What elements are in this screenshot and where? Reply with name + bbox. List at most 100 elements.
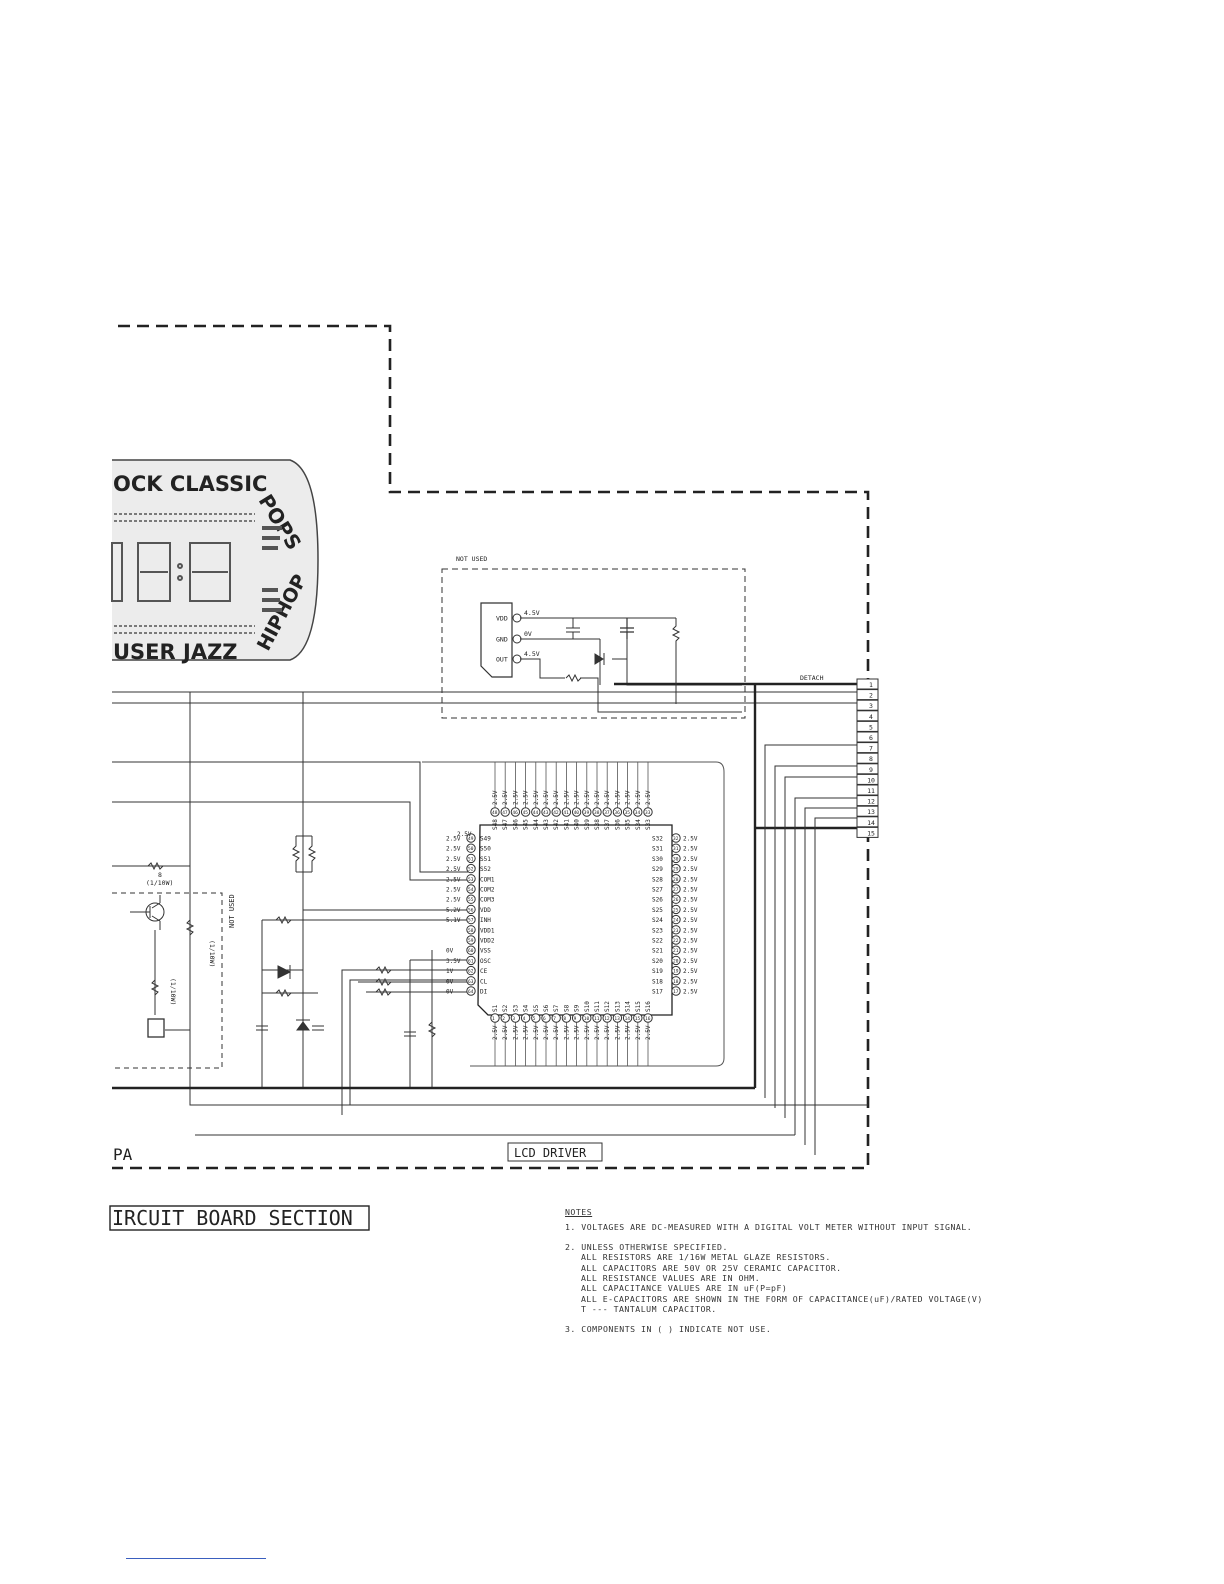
ic-pin-top <box>500 807 510 817</box>
ic-pin-voltage: 2.5V <box>635 1025 642 1040</box>
ic-pin-name: S11 <box>594 1001 601 1012</box>
note-2-line: ALL RESISTANCE VALUES ARE IN OHM. <box>581 1273 761 1284</box>
ic-pin-number: 22 <box>673 938 679 944</box>
ic-pin-voltage: 2.5V <box>563 1025 570 1040</box>
ic-pin-left <box>466 833 476 843</box>
ic-pin-name: S27 <box>652 887 663 894</box>
ic-pin-number: 4 <box>523 1016 526 1022</box>
ic-pin-name: VSS <box>480 948 491 955</box>
ic-pin-bottom <box>633 1013 643 1023</box>
ic-pin-name: S31 <box>652 846 663 853</box>
ic-pin-voltage: 2.5V <box>645 1025 652 1040</box>
ic-pin-name: S5 <box>533 1004 540 1012</box>
ic-pin-number: 53 <box>468 877 474 883</box>
ic-pin-name: S28 <box>652 876 663 883</box>
ic-pin-left <box>466 894 476 904</box>
transistor-block-title: NOT USED <box>228 894 236 928</box>
ic-pin-name: CE <box>480 968 488 975</box>
ic-pin-bottom <box>551 1013 561 1023</box>
ic-pin-top <box>612 807 623 817</box>
ic-pin-voltage: 2.5V <box>446 836 461 843</box>
ic-pin-voltage: 2.5V <box>614 790 621 805</box>
sensor-pin-name: OUT <box>496 656 508 664</box>
ic-pin-bottom <box>510 1013 521 1023</box>
ic-pin-voltage: 2.5V <box>683 856 698 863</box>
ic-pin-name: CL <box>480 978 488 985</box>
ic-pin-bottom <box>612 1013 623 1023</box>
ic-pin-name: S38 <box>594 819 601 830</box>
ic-pin-right <box>671 965 681 976</box>
ic-pin-name: S21 <box>652 948 663 955</box>
ic-pin-right <box>671 874 681 884</box>
ic-pin-number: 6 <box>543 1016 546 1022</box>
ic-pin-name: COM1 <box>480 876 495 883</box>
resistor-value-label: 8 <box>158 871 162 879</box>
sensor-pin-voltage: 4.5V <box>524 650 540 658</box>
note-2: 2. UNLESS OTHERWISE SPECIFIED. ALL RESIS… <box>565 1242 1125 1315</box>
ic-pin-voltage: 2.5V <box>563 790 570 805</box>
sensor-pin-name: VDD <box>496 615 508 623</box>
ic-pin-number: 32 <box>673 836 679 842</box>
ic-pin-number: 11 <box>594 1016 600 1022</box>
lcd-label-rock-classic: OCK CLASSIC <box>113 472 267 496</box>
ic-pin-name: S26 <box>652 897 663 904</box>
ic-pin-voltage: 2.5V <box>683 958 698 965</box>
ic-pin-voltage: 1V <box>446 968 454 975</box>
ic-pin-voltage: 2.5V <box>683 907 698 914</box>
note-2-title: 2. UNLESS OTHERWISE SPECIFIED. <box>565 1241 728 1252</box>
ic-pin-name: S43 <box>543 819 550 830</box>
ic-pin-voltage: 2.5V <box>604 1025 611 1040</box>
ic-pin-right <box>671 955 681 966</box>
ic-pin-right <box>671 863 681 874</box>
ic-pin-number: 19 <box>673 969 679 975</box>
ic-pin-name: S3 <box>512 1004 519 1012</box>
ic-pin-number: 15 <box>635 1016 641 1022</box>
lcd-segment-digits <box>111 542 231 602</box>
ic-pin-voltage: 2.5V <box>446 887 461 894</box>
ic-pin-name: S24 <box>652 917 663 924</box>
ic-pin-voltage: 2.5V <box>594 790 601 805</box>
ic-pin-name: S51 <box>480 856 491 863</box>
resistor-rating-label: (1/10W) <box>146 879 173 887</box>
ic-pin-number: 27 <box>673 887 679 893</box>
ic-pin-voltage: 2.5V <box>683 846 698 853</box>
ic-pin-voltage: 2.5V <box>683 927 698 934</box>
ic-pin-voltage: 0V <box>446 978 454 985</box>
ic-pin-voltage: 2.5V <box>512 1025 519 1040</box>
ic-pin-voltage: 2.5V <box>553 790 560 805</box>
ic-pin-name: S40 <box>574 819 581 830</box>
ic-pin-name: S33 <box>645 819 652 830</box>
ic-pin-name: S41 <box>563 819 570 830</box>
ic-pin-top <box>520 807 531 817</box>
connector-pin-number: 10 <box>867 776 875 784</box>
ic-pin-left <box>466 904 476 915</box>
ic-pin-name: S18 <box>652 978 663 985</box>
connector-pin-number: 13 <box>867 808 875 816</box>
ic-pin-number: 57 <box>468 918 474 924</box>
ic-pin-voltage: 5.1V <box>446 917 461 924</box>
ic-pin-left <box>466 925 476 935</box>
ic-pin-voltage: 2.5V <box>446 897 461 904</box>
ic-pin-left <box>466 884 476 894</box>
sensor-pin-name: GND <box>496 636 508 644</box>
connector-pin-number: 6 <box>869 734 873 742</box>
ic-pin-voltage: 5.2V <box>446 907 461 914</box>
ic-pin-bottom <box>520 1013 531 1023</box>
ic-pin-bottom <box>561 1013 572 1023</box>
connector-pin-number: 7 <box>869 745 873 753</box>
ic-pin-right <box>671 925 681 935</box>
ic-pin-number: 18 <box>673 979 679 985</box>
ic-pin-voltage: 2.5V <box>574 1025 581 1040</box>
ic-pin-left <box>466 914 476 925</box>
ic-pin-name: VDD1 <box>480 927 495 934</box>
ic-pin-voltage: 2.5V <box>543 1025 550 1040</box>
ic-pin-left <box>466 976 476 986</box>
ic-pin-right <box>671 843 681 853</box>
ic-pin-voltage: 2.5V <box>533 790 540 805</box>
ic-pin-number: 13 <box>614 1016 620 1022</box>
ic-pin-number: 62 <box>468 969 474 975</box>
ic-pin-number: 34 <box>635 810 641 816</box>
ic-pin-name: DI <box>480 989 488 996</box>
ic-pin-name: S46 <box>512 819 519 830</box>
